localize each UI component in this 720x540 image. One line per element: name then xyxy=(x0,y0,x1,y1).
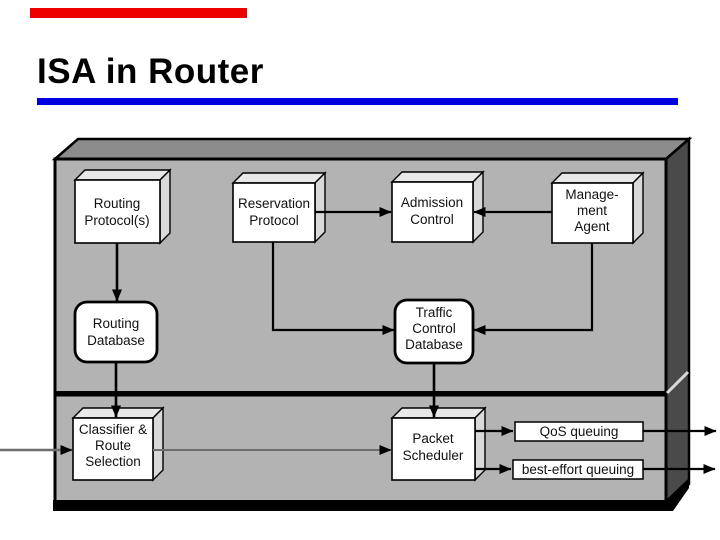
box-face xyxy=(232,182,316,243)
box-label-line: Agent xyxy=(574,219,610,234)
management-agent-box: Manage- ment Agent xyxy=(550,171,645,245)
box-label-line: Route xyxy=(95,438,131,453)
accent-bar xyxy=(30,8,247,18)
box-face xyxy=(391,181,474,243)
box-label-line: Database xyxy=(405,337,463,352)
box-face xyxy=(73,300,159,364)
box-top-face xyxy=(231,172,327,184)
page-title: ISA in Router xyxy=(37,52,264,91)
box-label-line: Scheduler xyxy=(403,448,464,463)
slab-top-face xyxy=(51,137,693,161)
box-label-line: Database xyxy=(87,333,145,348)
box-side-face xyxy=(159,168,171,245)
routing-protocols-box: Routing Protocol(s) xyxy=(73,168,172,245)
box-label-line: Protocol xyxy=(249,213,299,228)
box-label-line: Selection xyxy=(85,454,141,469)
box-label-line: Packet xyxy=(412,431,454,446)
box-top-face xyxy=(390,407,487,419)
box-top-face xyxy=(71,407,165,419)
box-label-line: Admission xyxy=(401,195,463,210)
box-label-line: Reservation xyxy=(238,196,310,211)
box-label-line: QoS queuing xyxy=(540,424,619,439)
box-side-face xyxy=(472,170,484,244)
box-face xyxy=(391,417,476,481)
routing-database-box: Routing Database xyxy=(73,300,159,364)
box-label-line: Control xyxy=(412,321,456,336)
reservation-protocol-box: Reservation Protocol xyxy=(231,171,327,244)
box-side-face xyxy=(314,171,326,244)
box-top-face xyxy=(73,169,172,181)
box-label-line: Routing xyxy=(93,316,140,331)
box-label-line: Control xyxy=(410,212,454,227)
box-label-line: Protocol(s) xyxy=(84,213,149,228)
connectors xyxy=(0,207,717,474)
box-top-face xyxy=(550,172,645,184)
title-underline xyxy=(37,98,678,105)
box-label-line: Classifier & xyxy=(79,422,147,437)
box-face xyxy=(74,179,161,244)
box-face xyxy=(551,182,634,244)
classifier-route-selection-box: Classifier & Route Selection xyxy=(71,406,165,482)
box-label-line: Manage- xyxy=(565,187,618,202)
section-divider-side-notch xyxy=(665,370,690,395)
packet-scheduler-box: Packet Scheduler xyxy=(390,406,487,482)
box-label-line: ment xyxy=(577,203,607,218)
admission-control-box: Admission Control xyxy=(390,170,485,244)
box-label-line: best-effort queuing xyxy=(522,462,634,477)
qos-queuing-box: QoS queuing xyxy=(514,421,644,442)
box-side-face xyxy=(152,406,164,482)
arrow-management-to-trafficdb xyxy=(473,243,594,335)
box-side-face xyxy=(632,171,644,245)
slab-right-face xyxy=(664,136,691,509)
slab-bottom-edge xyxy=(53,478,689,511)
box-top-face xyxy=(390,171,485,183)
arrow-reservation-to-trafficdb xyxy=(271,242,395,335)
box-label-line: Traffic xyxy=(416,305,453,320)
box-label-line: Routing xyxy=(94,196,141,211)
traffic-control-database-box: Traffic Control Database xyxy=(393,298,475,365)
section-divider xyxy=(55,391,666,397)
best-effort-queuing-box: best-effort queuing xyxy=(512,459,644,480)
